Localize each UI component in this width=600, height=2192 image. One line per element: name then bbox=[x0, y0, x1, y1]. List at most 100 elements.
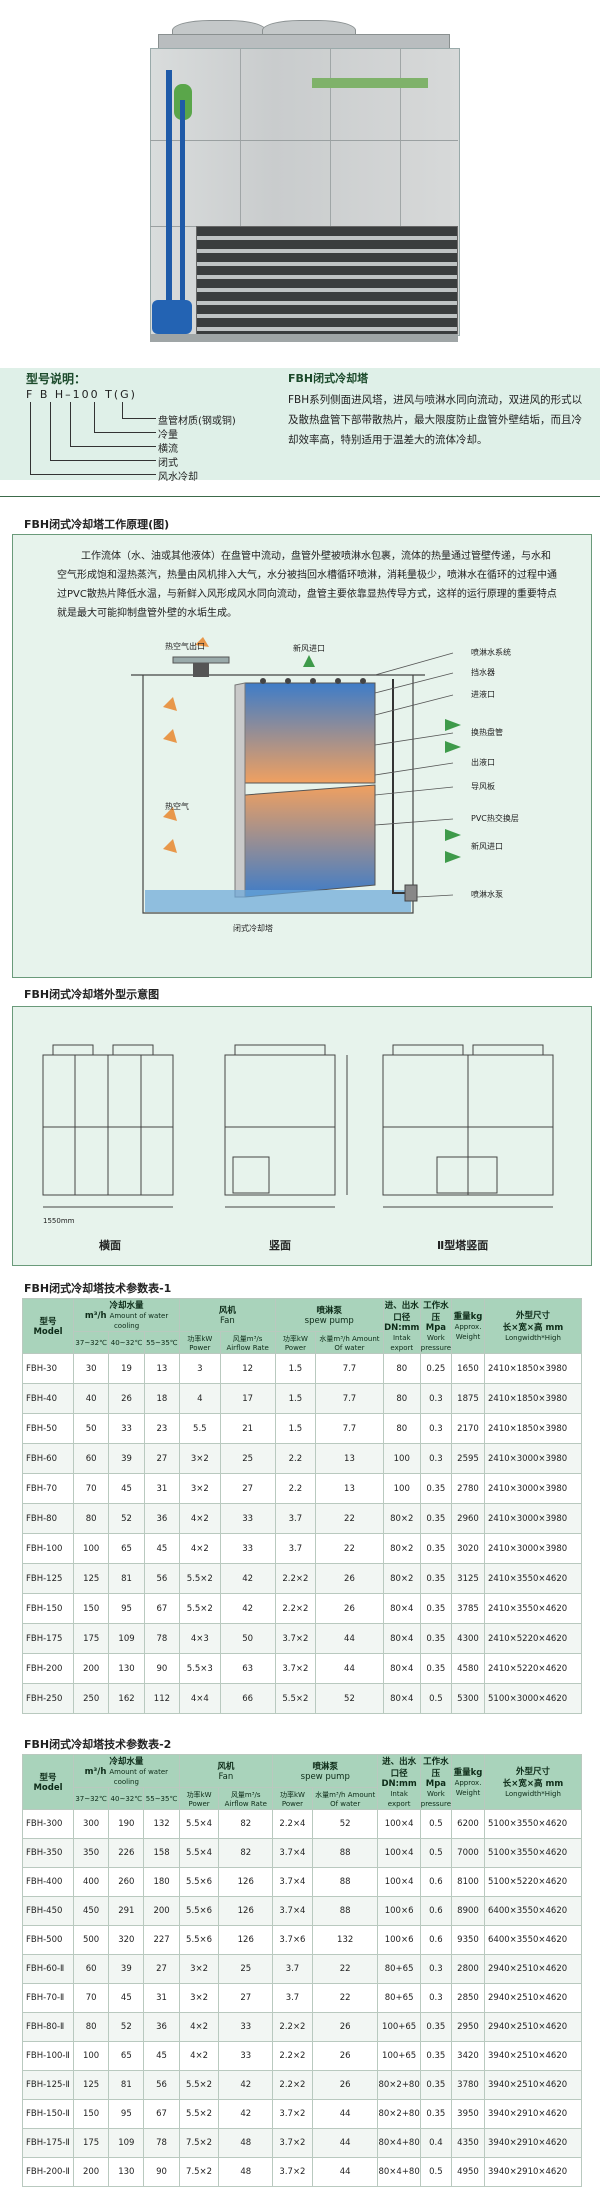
table-cell: 80+65 bbox=[377, 1954, 421, 1984]
table-cell: 320 bbox=[108, 1925, 145, 1955]
table-cell: 200 bbox=[72, 1653, 110, 1684]
table-cell: 3.7×2 bbox=[274, 1623, 317, 1654]
table-cell: 100 bbox=[382, 1473, 421, 1504]
table-cell: 2410×3000×3980 bbox=[484, 1443, 582, 1474]
table-cell: 0.35 bbox=[419, 2070, 453, 2100]
table-cell: 3940×2510×4620 bbox=[484, 2070, 582, 2100]
table-cell: 5100×3000×4620 bbox=[484, 1683, 582, 1714]
view-label-type2: Ⅱ型塔竖面 bbox=[437, 1239, 489, 1252]
table-cell: 2960 bbox=[451, 1503, 485, 1534]
table-cell: 60 bbox=[72, 1954, 110, 1984]
table-cell: 45 bbox=[143, 1533, 181, 1564]
table-cell: 5300 bbox=[451, 1683, 485, 1714]
table-cell: 80 bbox=[72, 2012, 110, 2042]
label-hot-air: 热空气 bbox=[165, 802, 189, 811]
table-cell: 80×4 bbox=[382, 1683, 421, 1714]
table-cell: 33 bbox=[218, 2041, 274, 2071]
table-cell: 3.7×2 bbox=[272, 2128, 313, 2158]
table-cell: 0.35 bbox=[419, 1503, 453, 1534]
table-cell: 26 bbox=[311, 2070, 379, 2100]
table-cell: 40 bbox=[72, 1383, 110, 1414]
table-cell: 23 bbox=[143, 1413, 181, 1444]
table-cell: 0.6 bbox=[419, 1867, 453, 1897]
table-cell: 5.5×4 bbox=[178, 1838, 220, 1868]
table-cell: 2410×3550×4620 bbox=[484, 1593, 582, 1624]
table-cell: 80×2 bbox=[382, 1533, 421, 1564]
table2-heading: FBH闭式冷却塔技术参数表-2 bbox=[24, 1738, 172, 1751]
table-cell: 80 bbox=[382, 1383, 421, 1414]
table-cell: 3.7×4 bbox=[272, 1838, 313, 1868]
table-cell: 17 bbox=[219, 1383, 276, 1414]
table-cell: 125 bbox=[72, 2070, 110, 2100]
table-cell: 3940×2910×4620 bbox=[484, 2099, 582, 2129]
model-line-material: 盘管材质(钢或铜) bbox=[158, 416, 236, 427]
outline-panel: 1550mm 横面 竖面 Ⅱ型塔竖面 bbox=[12, 1006, 592, 1266]
table-cell: 130 bbox=[108, 1653, 145, 1684]
table-cell: 12 bbox=[219, 1353, 276, 1384]
table-cell: 132 bbox=[311, 1925, 379, 1955]
table-cell: 60 bbox=[72, 1443, 110, 1474]
table-cell: 2.2×2 bbox=[272, 2041, 313, 2071]
table-cell: 67 bbox=[143, 2099, 180, 2129]
table-cell: 2800 bbox=[451, 1954, 485, 1984]
table-cell: 80+65 bbox=[377, 1983, 421, 2013]
table-cell: 0.5 bbox=[419, 1683, 453, 1714]
table-cell: 9350 bbox=[451, 1925, 485, 1955]
table-cell: 5.5×4 bbox=[178, 1809, 220, 1839]
table-cell: 126 bbox=[218, 1867, 274, 1897]
table-cell: 100×4 bbox=[377, 1867, 421, 1897]
table-cell: 44 bbox=[311, 2099, 379, 2129]
table-cell: 175 bbox=[72, 1623, 110, 1654]
table-cell: 0.5 bbox=[419, 1838, 453, 1868]
table-cell: 50 bbox=[219, 1623, 276, 1654]
table-cell: 0.35 bbox=[419, 2041, 453, 2071]
table-cell: FBH-175-Ⅱ bbox=[22, 2128, 74, 2158]
table-cell: 82 bbox=[218, 1809, 274, 1839]
table-cell: 0.5 bbox=[419, 1809, 453, 1839]
table-cell: 0.3 bbox=[419, 1443, 453, 1474]
hot-air-arrows bbox=[163, 637, 209, 853]
table-cell: 7.5×2 bbox=[178, 2128, 220, 2158]
table-cell: 70 bbox=[72, 1983, 110, 2013]
table-cell: 109 bbox=[108, 1623, 145, 1654]
table-cell: 78 bbox=[143, 2128, 180, 2158]
table-cell: 0.3 bbox=[419, 1983, 453, 2013]
table-cell: 7.7 bbox=[315, 1353, 384, 1384]
tower-base bbox=[150, 334, 458, 342]
table-cell: 5.5×2 bbox=[178, 2099, 220, 2129]
table-cell: 80 bbox=[72, 1503, 110, 1534]
table-cell: 42 bbox=[219, 1593, 276, 1624]
table-cell: 291 bbox=[108, 1896, 145, 1926]
water-pipe bbox=[166, 70, 172, 302]
table-cell: 3940×2510×4620 bbox=[484, 2041, 582, 2071]
table-cell: 39 bbox=[108, 1443, 145, 1474]
table-cell: 1.5 bbox=[274, 1413, 317, 1444]
table-cell: 45 bbox=[108, 1473, 145, 1504]
table-cell: 2410×5220×4620 bbox=[484, 1623, 582, 1654]
table-cell: 3020 bbox=[451, 1533, 485, 1564]
table-cell: 2410×3000×3980 bbox=[484, 1473, 582, 1504]
label-pvc-fill: PVC热交换层 bbox=[471, 814, 519, 823]
table-cell: FBH-250 bbox=[22, 1683, 74, 1714]
table-cell: 36 bbox=[143, 1503, 181, 1534]
table-cell: 100×6 bbox=[377, 1925, 421, 1955]
intro-panel: 型号说明： F B H–100 T(G) 盘管材质(钢或铜) 冷量 横流 闭式 … bbox=[0, 368, 600, 483]
table-cell: 150 bbox=[72, 2099, 110, 2129]
table-cell: 22 bbox=[311, 1954, 379, 1984]
table-cell: 1875 bbox=[451, 1383, 485, 1414]
table-cell: 65 bbox=[108, 2041, 145, 2071]
fbh-intro-heading: FBH闭式冷却塔 bbox=[288, 372, 369, 385]
product-photo bbox=[0, 0, 600, 368]
guide-plate bbox=[234, 682, 246, 898]
table-cell: 45 bbox=[143, 2041, 180, 2071]
table-cell: 3.7×2 bbox=[274, 1653, 317, 1684]
table-cell: 126 bbox=[218, 1925, 274, 1955]
